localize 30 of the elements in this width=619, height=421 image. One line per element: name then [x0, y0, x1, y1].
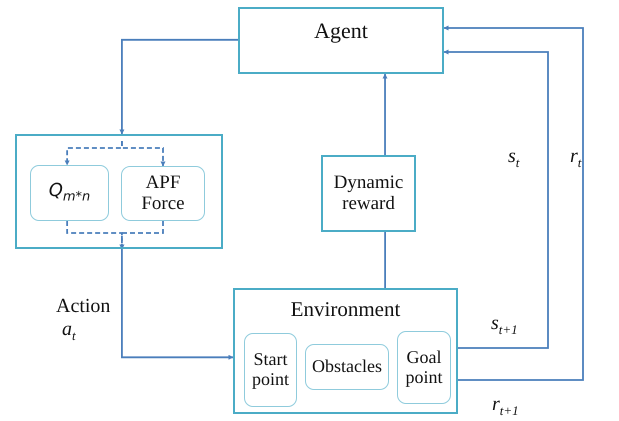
- node-label: APF Force: [140, 172, 186, 214]
- environment-box: [233, 288, 458, 414]
- arrow: [382, 74, 388, 155]
- arrow: [119, 38, 238, 134]
- node-label: Environment: [290, 298, 400, 322]
- variable-label: s$_{t}$: [508, 145, 520, 171]
- apf-force-box: [121, 166, 205, 221]
- variable-label: a$_{t}$: [62, 318, 76, 344]
- arrow: [444, 50, 549, 349]
- arrow: [119, 221, 164, 250]
- node-label: Obstacles: [312, 357, 382, 377]
- arrow: [444, 25, 584, 381]
- node-label: Goal point: [404, 348, 444, 388]
- arrow: [121, 141, 166, 166]
- q-table-box: [30, 165, 109, 221]
- variable-label: r$_{t+1}$: [492, 393, 519, 419]
- module-box: [15, 134, 223, 249]
- node-label: Agent: [314, 19, 368, 44]
- arrow: [121, 249, 234, 360]
- node-label: Q$_{m*n}$: [48, 181, 90, 205]
- goal-point-box: [397, 331, 451, 404]
- obstacles-box: [305, 344, 389, 390]
- action-label: Action: [56, 295, 110, 318]
- variable-label: s$_{t+1}$: [491, 312, 518, 338]
- start-point-box: [244, 333, 297, 407]
- agent-box: [238, 7, 444, 74]
- node-label: Start point: [250, 350, 290, 390]
- reward-box: [321, 155, 416, 232]
- node-label: Dynamic reward: [332, 172, 404, 214]
- variable-label: r$_{t}$: [570, 145, 582, 171]
